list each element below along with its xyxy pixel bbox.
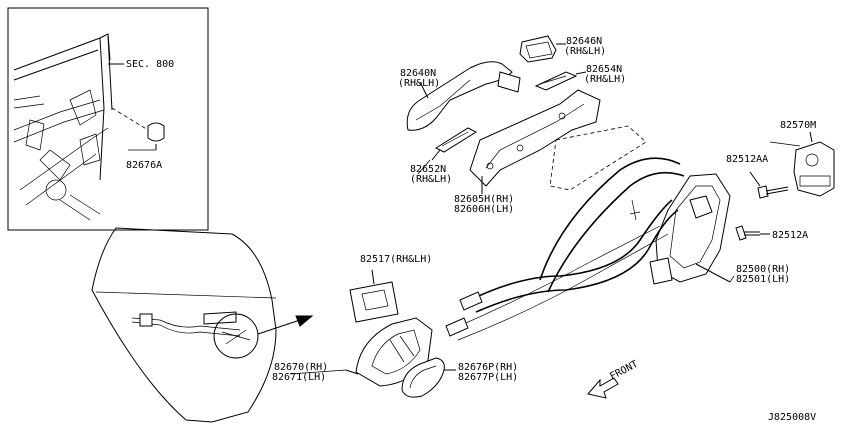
- part-82646n-line-1: 82646N: [566, 36, 602, 47]
- part-82676p-line-1: 82676P(RH): [458, 362, 518, 373]
- part-82654n-label: 82654N(RH&LH): [584, 64, 626, 85]
- part-82654n-gasket: [534, 71, 587, 91]
- part-82570m-label: 82570M: [780, 120, 816, 131]
- part-82500-latch: [649, 173, 731, 285]
- inset-section-label: SEC. 800: [126, 59, 174, 70]
- part-82676a-line-1: 82676A: [126, 160, 162, 171]
- part-82640n-handle: [406, 61, 521, 131]
- part-82652n-label: 82652N(RH&LH): [410, 164, 452, 185]
- part-82640n-line-2: (RH&LH): [398, 78, 440, 89]
- part-82500-line-1: 82500(RH): [736, 264, 790, 275]
- part-82500-label: 82500(RH)82501(LH): [736, 264, 790, 285]
- part-82652n-line-1: 82652N: [410, 164, 446, 175]
- part-82512aa-line-1: 82512AA: [726, 154, 768, 165]
- part-82517-pad: [349, 269, 399, 323]
- part-82652n-line-2: (RH&LH): [410, 174, 452, 185]
- part-82570m-striker: [793, 131, 835, 197]
- part-82676p-line-2: 82677P(LH): [458, 372, 518, 383]
- part-82676p-escutcheon: [401, 357, 456, 398]
- part-82646n-cap: [519, 35, 566, 63]
- part-82512aa-label: 82512AA: [726, 154, 768, 165]
- part-82605h-line-2: 82606H(LH): [454, 204, 514, 215]
- part-82640n-label: 82640N(RH&LH): [398, 68, 440, 89]
- front-label: FRONT: [608, 359, 640, 383]
- part-82570m-line-1: 82570M: [780, 120, 816, 131]
- part-82512a-screw: [735, 225, 770, 241]
- part-82517-label: 82517(RH&LH): [360, 254, 432, 265]
- part-82654n-line-1: 82654N: [586, 64, 622, 75]
- alignment-guide: [549, 125, 647, 191]
- part-82646n-label: 82646N(RH&LH): [564, 36, 606, 57]
- diagram-code: J825008V: [768, 412, 816, 423]
- part-82676p-label: 82676P(RH)82677P(LH): [458, 362, 518, 383]
- cable-assembly: [445, 157, 685, 341]
- part-82512a-label: 82512A: [772, 230, 808, 241]
- part-82512aa-screw: [749, 171, 789, 199]
- part-82670-line-2: 82671(LH): [272, 372, 326, 383]
- part-82500-line-2: 82501(LH): [736, 274, 790, 285]
- front-direction-arrow: [587, 377, 619, 399]
- part-82670-line-1: 82670(RH): [274, 362, 328, 373]
- part-82652n-gasket: [431, 127, 478, 161]
- part-82670-label: 82670(RH)82671(LH): [272, 362, 328, 383]
- part-82517-line-1: 82517(RH&LH): [360, 254, 432, 265]
- part-82605h-label: 82605H(RH)82606H(LH): [454, 194, 514, 215]
- leader-lines: [128, 43, 801, 375]
- inset-panel: [7, 7, 209, 231]
- part-82605h-bracket: [469, 89, 601, 194]
- part-82654n-line-2: (RH&LH): [584, 74, 626, 85]
- part-82512a-line-1: 82512A: [772, 230, 808, 241]
- door-outline: [91, 227, 314, 423]
- part-82605h-line-1: 82605H(RH): [454, 194, 514, 205]
- part-82640n-line-1: 82640N: [400, 68, 436, 79]
- part-82646n-line-2: (RH&LH): [564, 46, 606, 57]
- part-82676a-label: 82676A: [126, 160, 162, 171]
